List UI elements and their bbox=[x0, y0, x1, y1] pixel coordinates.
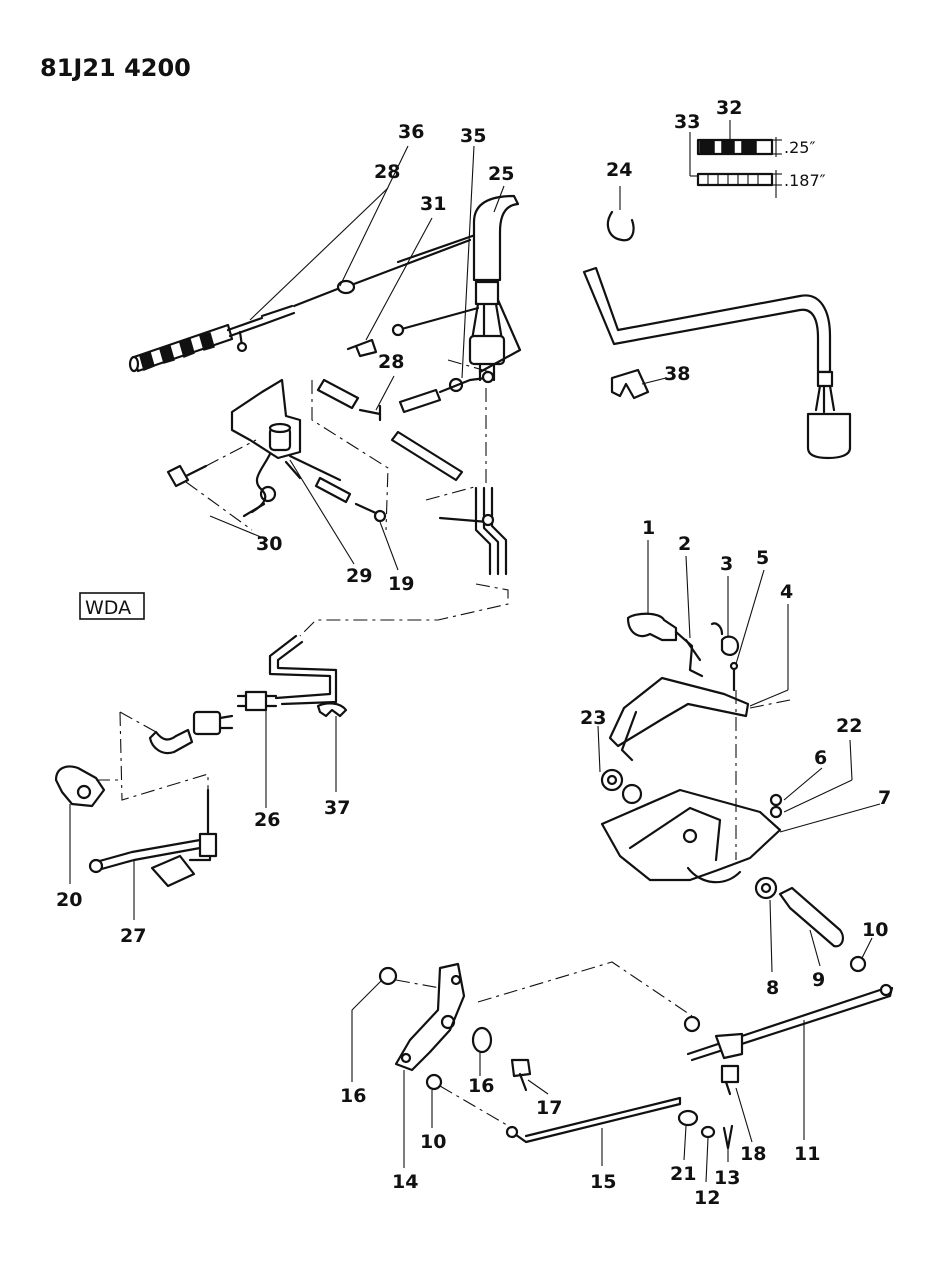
callout-20: 20 bbox=[56, 889, 82, 911]
callout-12: 12 bbox=[694, 1187, 720, 1209]
callout-18: 18 bbox=[740, 1143, 766, 1165]
diagram-code: 81J21 4200 bbox=[40, 54, 191, 82]
callout-26: 26 bbox=[254, 809, 280, 831]
callout-6: 6 bbox=[814, 747, 827, 769]
callout-13: 13 bbox=[714, 1167, 740, 1189]
callout-25: 25 bbox=[488, 163, 514, 185]
callout-36: 36 bbox=[398, 121, 424, 143]
wda-label: WDA bbox=[85, 597, 131, 619]
callout-28-mid: 28 bbox=[378, 351, 404, 373]
leader-lines bbox=[69, 145, 881, 1183]
callout-27: 27 bbox=[120, 925, 146, 947]
callout-10-right: 10 bbox=[862, 919, 888, 941]
callout-28-top: 28 bbox=[374, 161, 400, 183]
callout-14: 14 bbox=[392, 1171, 418, 1193]
upper-assembly-guides bbox=[185, 359, 509, 637]
callout-24: 24 bbox=[606, 159, 632, 181]
callout-1: 1 bbox=[642, 517, 655, 539]
callout-17: 17 bbox=[536, 1097, 562, 1119]
callout-labels: 36 35 28 25 31 24 33 32 28 38 30 29 19 1… bbox=[56, 97, 891, 1209]
callout-7: 7 bbox=[878, 787, 891, 809]
callout-19: 19 bbox=[388, 573, 414, 595]
dimension-25: .25″ bbox=[784, 138, 815, 157]
callout-33: 33 bbox=[674, 111, 700, 133]
retainer-clip-38 bbox=[610, 368, 650, 400]
shift-linkage-assembly bbox=[600, 612, 867, 973]
callout-37: 37 bbox=[324, 797, 350, 819]
striped-vacuum-hose bbox=[128, 323, 234, 373]
callout-30: 30 bbox=[256, 533, 282, 555]
callout-5: 5 bbox=[756, 547, 769, 569]
callout-21: 21 bbox=[670, 1163, 696, 1185]
callout-11: 11 bbox=[794, 1143, 820, 1165]
callout-3: 3 bbox=[720, 553, 733, 575]
hose-harness-right bbox=[582, 266, 852, 460]
callout-8: 8 bbox=[766, 977, 779, 999]
callout-15: 15 bbox=[590, 1171, 616, 1193]
callout-16-mid: 16 bbox=[468, 1075, 494, 1097]
callout-38: 38 bbox=[664, 363, 690, 385]
callout-16-left: 16 bbox=[340, 1085, 366, 1107]
vacuum-hose-assembly bbox=[128, 194, 522, 576]
lower-linkage-assembly bbox=[378, 961, 894, 1150]
dimension-187: .187″ bbox=[784, 171, 826, 190]
callout-29: 29 bbox=[346, 565, 372, 587]
callout-10-lower: 10 bbox=[420, 1131, 446, 1153]
callout-9: 9 bbox=[812, 969, 825, 991]
callout-4: 4 bbox=[780, 581, 793, 603]
callout-22: 22 bbox=[836, 715, 862, 737]
wda-badge: WDA bbox=[79, 592, 145, 620]
vacuum-hose-size-chart: .25″ .187″ bbox=[689, 120, 826, 198]
callout-31: 31 bbox=[420, 193, 446, 215]
callout-32: 32 bbox=[716, 97, 742, 119]
callout-35: 35 bbox=[460, 125, 486, 147]
wda-wiring-assembly bbox=[54, 634, 348, 888]
callout-2: 2 bbox=[678, 533, 691, 555]
clip-24 bbox=[606, 210, 635, 242]
callout-23: 23 bbox=[580, 707, 606, 729]
